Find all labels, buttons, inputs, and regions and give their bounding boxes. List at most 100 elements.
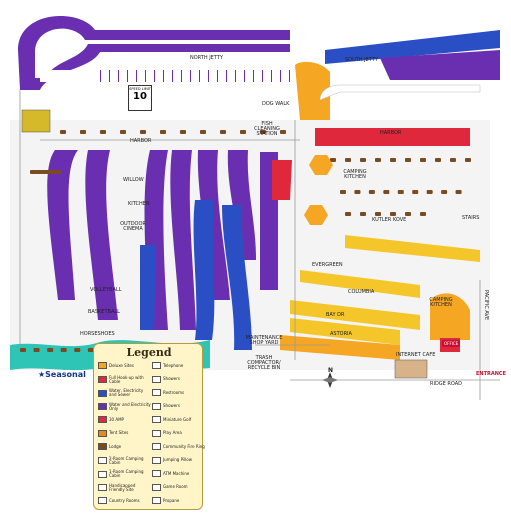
speed-limit-sign: SPEED LIMIT 10 <box>128 85 152 111</box>
legend-label: Water, Electricity and Sewer <box>109 388 144 397</box>
cabin-icon <box>345 158 351 162</box>
label-trash: TRASH COMPACTOR/ RECYCLE BIN <box>247 355 281 371</box>
legend-swatch <box>98 484 107 491</box>
legend-item: Miniature Golf <box>152 416 205 423</box>
site-divider <box>199 70 200 82</box>
legend-item: Water, Electricity and Sewer <box>98 389 151 397</box>
legend-item: Telephone <box>152 362 205 369</box>
label-harbor: HARBOR <box>130 138 152 144</box>
legend-swatch <box>152 483 161 491</box>
cabin-icon <box>55 170 61 174</box>
cabin-icon <box>120 130 126 134</box>
cabin-icon <box>260 130 266 134</box>
legend-label: Miniature Golf <box>163 416 192 422</box>
harbor-area <box>315 84 481 146</box>
site-divider <box>109 70 110 82</box>
site-divider <box>145 70 146 82</box>
cabin-icon <box>354 190 361 194</box>
site-divider <box>181 70 182 82</box>
cabin-icon <box>360 158 366 162</box>
site-divider <box>280 70 281 82</box>
label-camping-kitchen-1: CAMPING KITCHEN <box>343 169 367 180</box>
cabin-icon <box>383 190 390 194</box>
cabin-icon <box>405 158 411 162</box>
cabin-icon <box>450 158 456 162</box>
cabin-icon <box>360 212 366 216</box>
legend-swatch <box>98 429 107 437</box>
compass-icon <box>322 372 338 388</box>
legend-item: ATM Machine <box>152 470 205 477</box>
seasonal-text: Seasonal <box>45 370 86 379</box>
cabin-icon <box>375 158 381 162</box>
site-strips-blue <box>140 200 252 350</box>
cabin-icon <box>280 130 286 134</box>
label-outdoor-cinema: OUTDOOR CINEMA <box>120 221 146 232</box>
site-divider <box>217 70 218 82</box>
cabin-icon <box>30 170 36 174</box>
legend-item: Play Area <box>152 429 205 437</box>
legend-label: 30 AMP <box>109 416 124 422</box>
cabin-icon <box>390 212 396 216</box>
site-divider <box>172 70 173 82</box>
site-divider <box>253 70 254 82</box>
cabin-icon <box>180 130 186 134</box>
cabin-icon <box>405 212 411 216</box>
legend-item: Country Rooms <box>98 497 151 504</box>
cabin-icon <box>441 190 448 194</box>
cabin-icon <box>397 190 404 194</box>
label-bay-drive: BAY DR <box>326 312 345 318</box>
internet-cafe-building <box>394 359 428 379</box>
legend-swatch <box>98 376 107 383</box>
label-volleyball: VOLLEYBALL <box>90 287 122 293</box>
label-south-jetty: SOUTH JETTY <box>345 57 378 63</box>
legend-item: Jumping Pillow <box>152 456 205 464</box>
legend-swatch <box>98 470 107 478</box>
roads <box>19 90 500 400</box>
legend-label: 2-Room Camping Cabin <box>109 455 144 465</box>
site-strips-yellow <box>280 235 480 360</box>
label-fish-cleaning: FISH CLEANING STATION <box>254 121 280 137</box>
cabin-icon <box>33 348 40 352</box>
label-dog-walk: DOG WALK <box>262 101 290 107</box>
legend-label: Restrooms <box>163 389 185 395</box>
label-north-jetty: NORTH JETTY <box>190 55 223 61</box>
label-internet-cafe: INTERNET CAFE <box>396 352 436 358</box>
cabin-icon <box>465 158 471 162</box>
cabin-icon <box>375 212 381 216</box>
cabin-icon <box>50 170 56 174</box>
legend-item: Showers <box>152 375 205 383</box>
legend-swatch <box>98 457 107 464</box>
legend-swatch <box>152 402 161 410</box>
legend-label: Lodge <box>109 443 122 449</box>
legend-label: Propane <box>163 497 180 503</box>
legend-swatch <box>98 416 107 423</box>
cabin-icon <box>160 130 166 134</box>
legend-label: Showers <box>163 403 180 408</box>
legend-label: Jumping Pillow <box>163 457 192 462</box>
legend-swatch <box>98 362 107 369</box>
speed-limit-value: 10 <box>133 91 147 102</box>
cabin-icon <box>426 190 433 194</box>
cabin-icon <box>140 130 146 134</box>
label-astoria: ASTORIA <box>330 331 352 337</box>
cabin-icon <box>345 212 351 216</box>
speed-limit-title: SPEED LIMIT <box>129 87 151 91</box>
legend-item: 2-Room Camping Cabin <box>98 455 151 465</box>
legend-label: 1-Room Camping Cabin <box>109 469 144 478</box>
label-office: OFFICE <box>442 340 461 347</box>
site-divider <box>244 70 245 82</box>
legend-swatch <box>98 389 107 397</box>
golf-cart-icon <box>21 109 51 133</box>
site-strips-left <box>47 150 292 330</box>
site-divider <box>208 70 209 82</box>
cabin-icon <box>420 212 426 216</box>
seasonal-label: ★Seasonal <box>38 370 86 379</box>
cabin-icon <box>60 130 66 134</box>
label-evergreen: EVERGREEN <box>312 262 343 268</box>
label-ridge-road: RIDGE ROAD <box>430 381 463 387</box>
south-jetty-area <box>295 30 500 120</box>
cabin-icon <box>412 190 419 194</box>
site-divider <box>226 70 227 82</box>
